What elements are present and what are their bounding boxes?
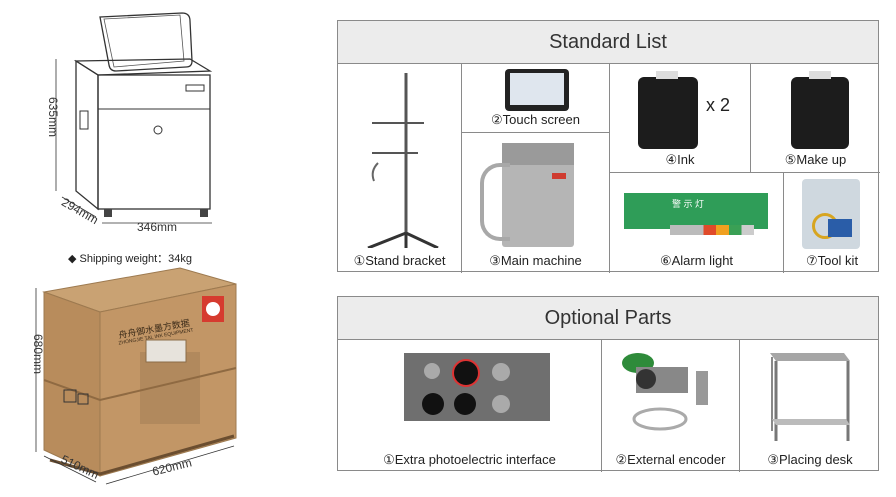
tool-kit-image: [802, 179, 860, 249]
optional-parts-panel: Optional Parts ①Extra photoelectric inte…: [337, 296, 880, 472]
item-alarm-light: 警 示 灯 ⑥Alarm light: [610, 173, 784, 273]
ink-quantity: x 2: [706, 95, 731, 115]
item-make-up: ⑤Make up: [751, 63, 880, 173]
alarm-light-sign: 警 示 灯: [672, 199, 705, 209]
touch-screen-image: [505, 69, 569, 111]
photoelectric-interface-image: [404, 353, 550, 421]
placing-desk-label: ③Placing desk: [767, 452, 853, 467]
stand-bracket-label: ①Stand bracket: [353, 253, 446, 268]
shipping-box: [30, 260, 255, 490]
standard-list-panel: Standard List ①Stand bracket ②Touch scre…: [337, 20, 880, 273]
ink-label: ④Ink: [665, 152, 695, 167]
placing-desk-image: [770, 353, 850, 441]
external-encoder-image: [622, 353, 708, 431]
item-main-machine: ③Main machine: [462, 133, 610, 273]
main-machine-image: [502, 143, 574, 247]
machine-drawing: [40, 5, 280, 235]
make-up-label: ⑤Make up: [784, 152, 847, 167]
item-tool-kit: ⑦Tool kit: [784, 173, 880, 273]
shipping-weight-note: ◆ Shipping weight：34kg: [68, 253, 193, 265]
item-photoelectric-interface: ①Extra photoelectric interface: [338, 339, 602, 472]
touch-screen-label: ②Touch screen: [491, 112, 580, 127]
machine-height-label: 635mm: [46, 97, 60, 138]
tool-kit-label: ⑦Tool kit: [805, 253, 859, 268]
external-encoder-label: ②External encoder: [615, 452, 726, 467]
standard-list-title: Standard List: [338, 21, 878, 64]
machine-width-label: 346mm: [137, 220, 178, 234]
box-height-label: 680mm: [31, 334, 45, 375]
item-stand-bracket: ①Stand bracket: [338, 63, 462, 273]
photoelectric-interface-label: ①Extra photoelectric interface: [383, 452, 556, 467]
optional-parts-title: Optional Parts: [338, 297, 878, 340]
item-touch-screen: ②Touch screen: [462, 63, 610, 133]
main-machine-label: ③Main machine: [489, 253, 582, 268]
alarm-light-label: ⑥Alarm light: [659, 253, 734, 268]
ink-bottle-image: [638, 71, 698, 149]
item-external-encoder: ②External encoder: [602, 339, 740, 472]
item-ink: x 2 ④Ink: [610, 63, 751, 173]
alarm-light-box-image: 警 示 灯: [624, 193, 768, 229]
make-up-bottle-image: [791, 71, 849, 149]
item-placing-desk: ③Placing desk: [740, 339, 880, 472]
stand-bracket-image: [367, 73, 439, 248]
alarm-light-tower-image: [670, 225, 754, 235]
